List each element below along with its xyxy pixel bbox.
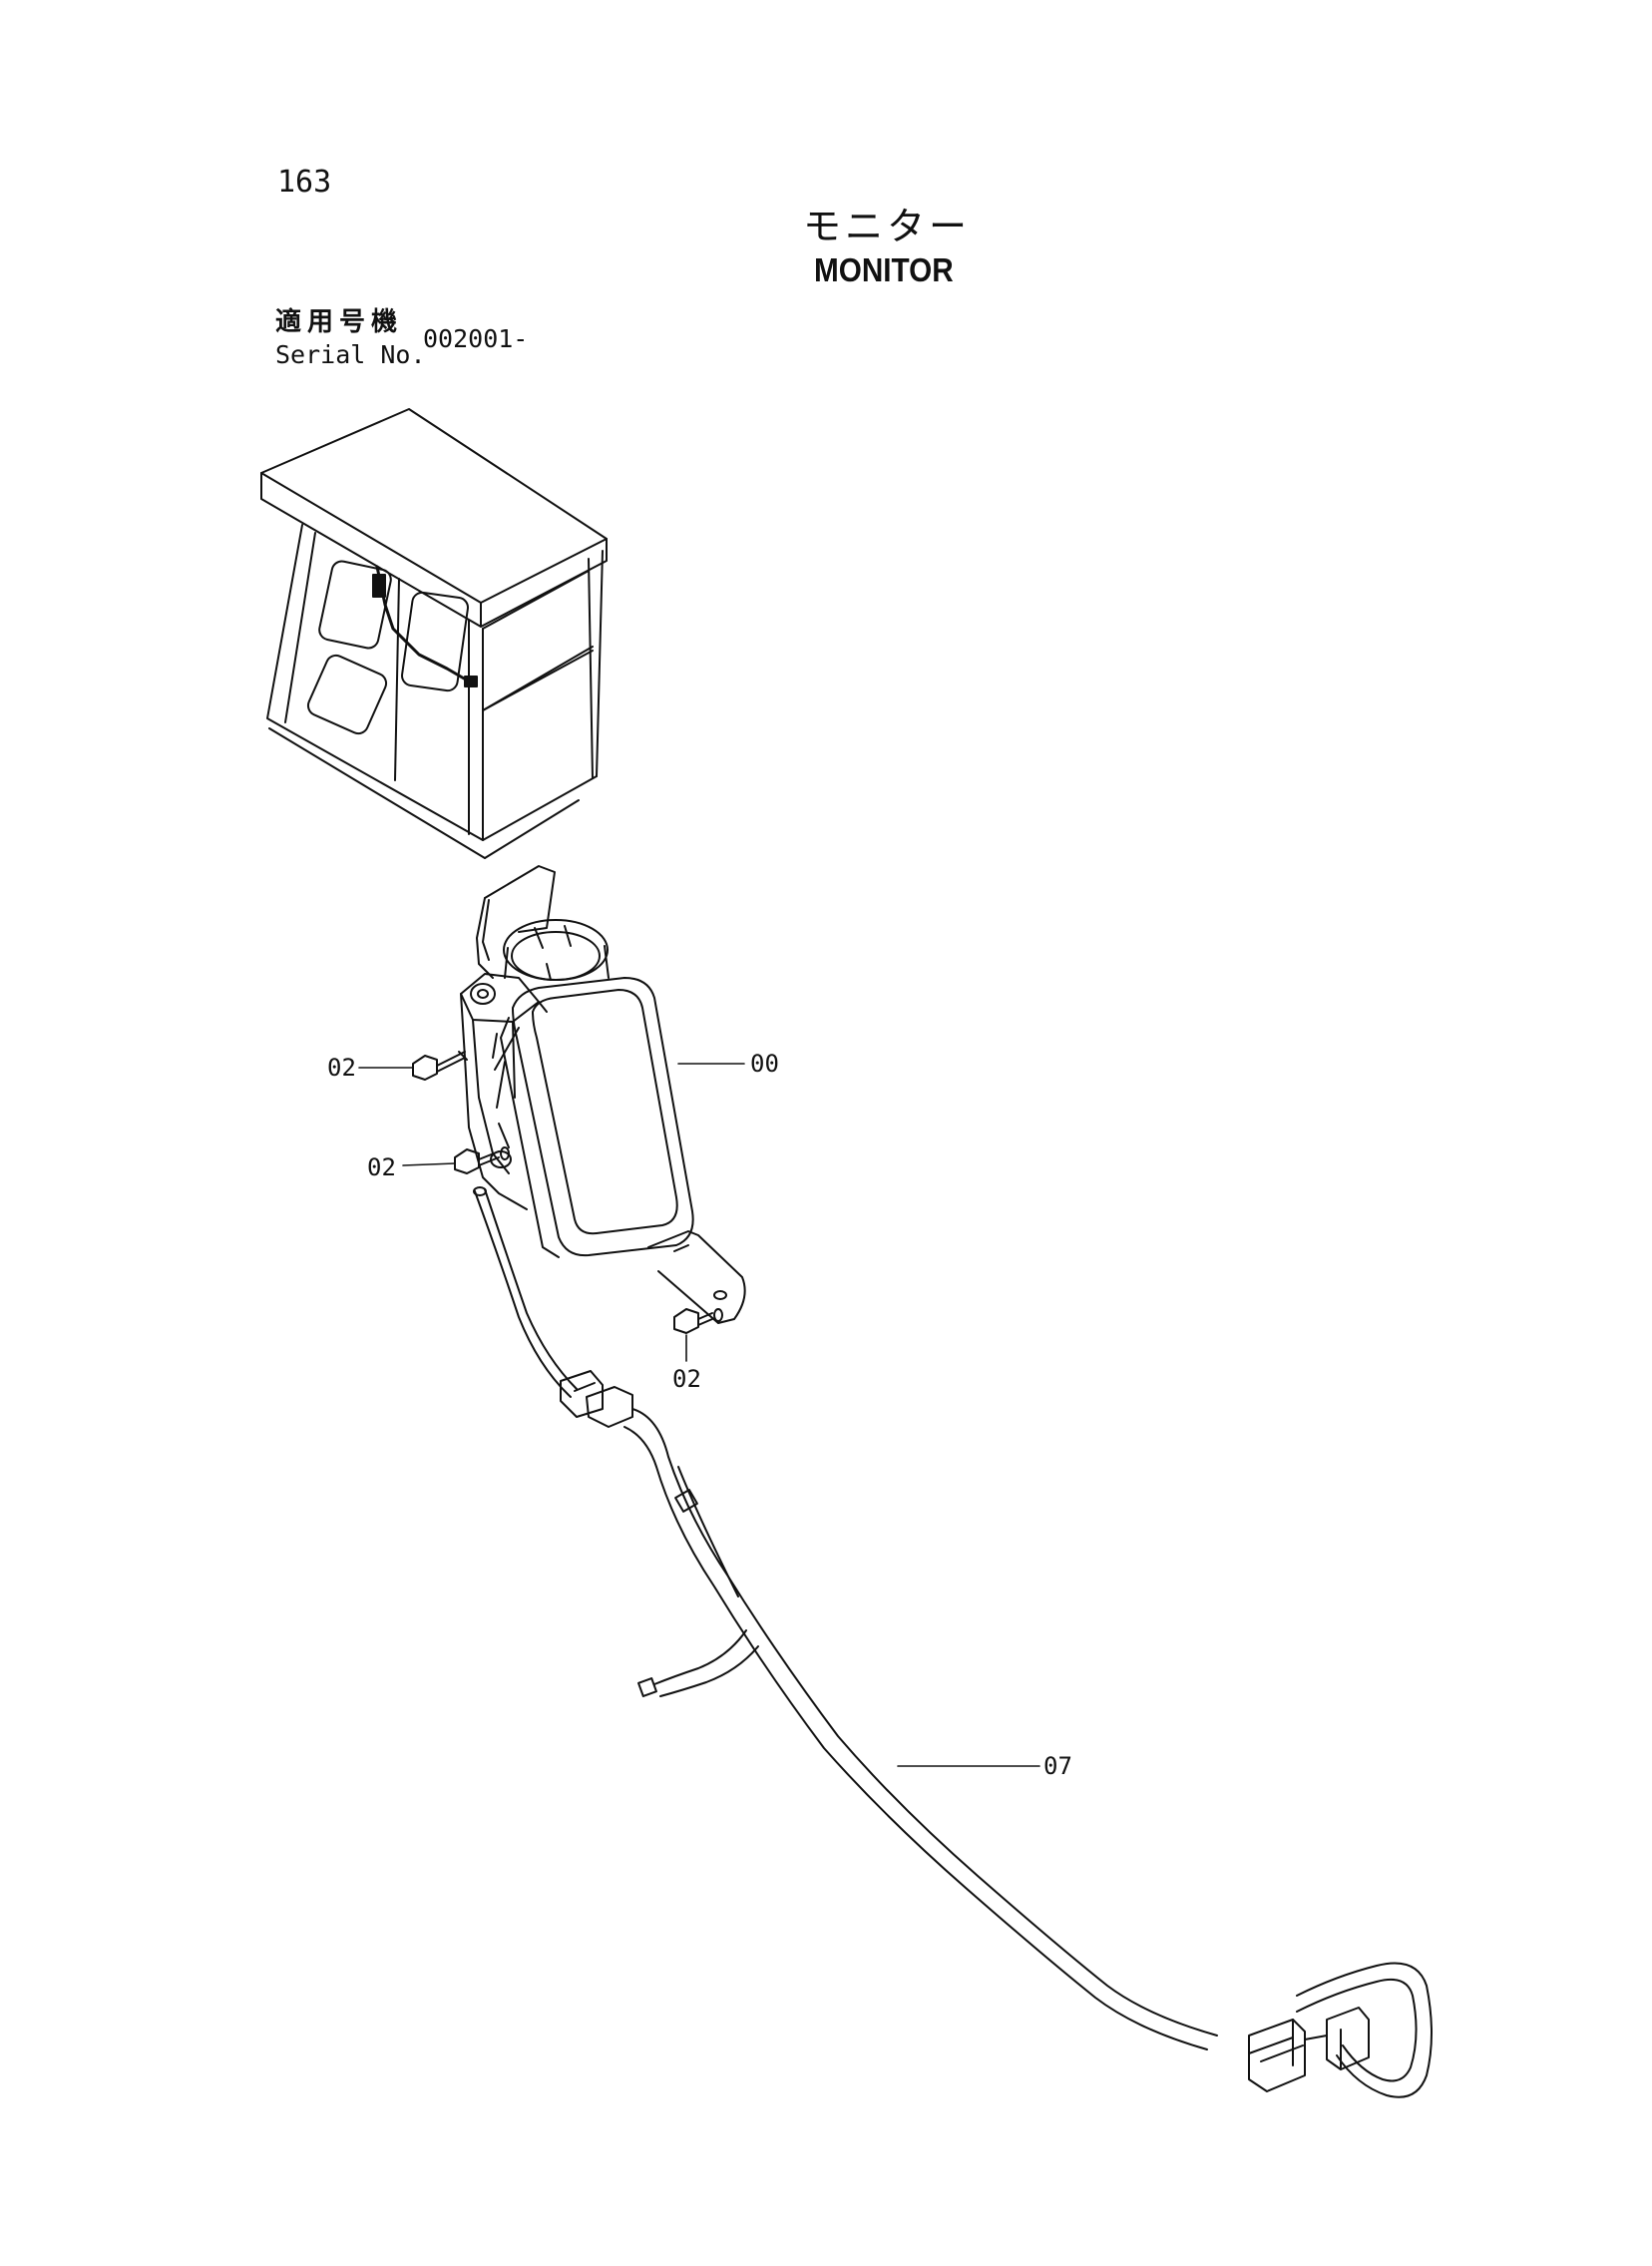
title-english: MONITOR bbox=[814, 251, 954, 288]
bolt-upper-icon bbox=[413, 1052, 467, 1080]
callout-bolt-upper: 02 bbox=[327, 1054, 356, 1082]
callout-monitor: 00 bbox=[750, 1050, 779, 1078]
monitor-unit bbox=[493, 978, 745, 1323]
bolt-lower-icon bbox=[674, 1309, 722, 1333]
cab-overview-illustration bbox=[261, 409, 607, 858]
page-number: 163 bbox=[277, 165, 332, 200]
serial-label-english: Serial No. bbox=[275, 340, 426, 369]
serial-number-value: 002001- bbox=[423, 324, 529, 353]
title-japanese: モニター bbox=[803, 205, 972, 248]
callout-bolt-middle: 02 bbox=[367, 1153, 396, 1181]
serial-label-japanese: 適用号機 bbox=[275, 307, 404, 337]
bolt-middle-icon bbox=[455, 1147, 509, 1173]
callout-leader-lines bbox=[359, 1064, 1039, 1766]
leader-bolt-middle bbox=[403, 1163, 455, 1165]
callout-harness: 07 bbox=[1043, 1752, 1072, 1780]
callout-bolt-lower: 02 bbox=[672, 1365, 701, 1393]
wiring-harness bbox=[474, 1187, 1432, 2097]
monitor-bracket bbox=[461, 866, 609, 1209]
